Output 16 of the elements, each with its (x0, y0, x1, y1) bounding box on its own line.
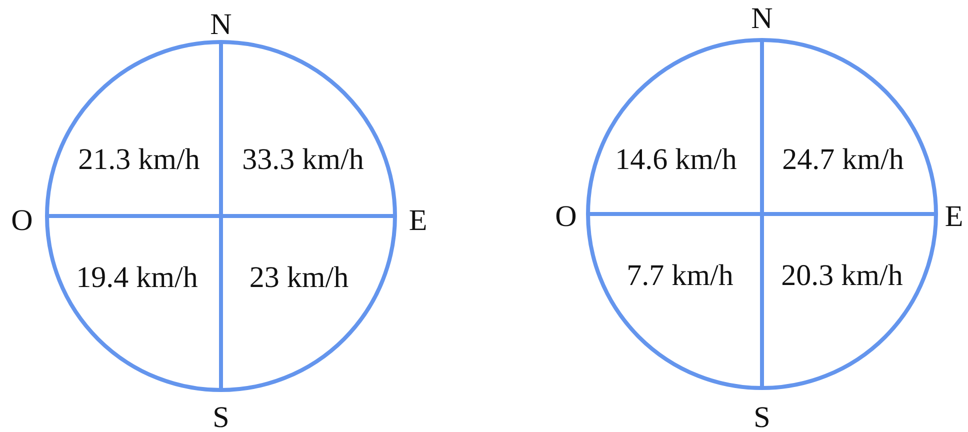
speed-value: 20.3 km/h (781, 261, 903, 291)
direction-letter: S (754, 403, 770, 432)
direction-letter: N (751, 4, 773, 34)
direction-letter: E (408, 206, 428, 236)
speed-value: 33.3 km/h (242, 145, 364, 175)
speed-value: 24.7 km/h (782, 145, 904, 175)
direction-letter: O (11, 206, 33, 236)
direction-letter: O (555, 202, 577, 232)
speed-value: 21.3 km/h (78, 145, 200, 175)
speed-value: 19.4 km/h (76, 263, 198, 293)
direction-letter: E (944, 202, 964, 232)
speed-value: 23 km/h (249, 263, 349, 293)
speed-value: 7.7 km/h (626, 261, 734, 291)
speed-value: 14.6 km/h (615, 145, 737, 175)
direction-letter: S (212, 403, 230, 432)
direction-letter: N (210, 10, 232, 40)
